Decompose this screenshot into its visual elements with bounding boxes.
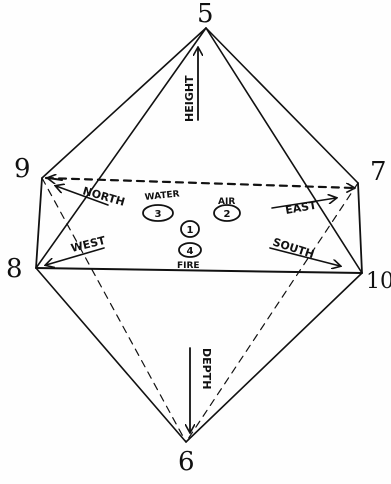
edge-8-9 [35, 177, 43, 269]
south-arrow [269, 247, 340, 266]
element-circle-2 [213, 204, 241, 222]
element-number-3: 3 [155, 209, 162, 220]
water-label: WATER [144, 189, 180, 203]
element-circle-1 [180, 220, 200, 238]
lower-pyramid-edges [35, 177, 363, 443]
edge-5-10 [205, 27, 363, 274]
upper-pyramid-edges [35, 27, 363, 274]
edge-5-8 [35, 27, 207, 269]
equator-edges [35, 176, 363, 274]
edge-8-6 [35, 267, 187, 443]
depth-label: DEPTH [200, 348, 213, 389]
edge-5-7 [205, 27, 359, 184]
east-arrow [271, 198, 336, 209]
arrowhead-9 [48, 178, 63, 180]
west-label: WEST [70, 234, 108, 255]
element-number-4: 4 [187, 246, 194, 257]
vertex-label-top: 5 [197, 0, 214, 29]
edge-9-6-dashed [41, 177, 187, 443]
element-circle-3 [142, 204, 174, 222]
north-arrow [56, 186, 109, 206]
air-label: AIR [218, 197, 235, 207]
vertex-label-front-left: 8 [6, 254, 23, 284]
height-label: HEIGHT [183, 75, 196, 122]
edge-10-7 [357, 182, 363, 274]
vertex-label-front-right: 10 [366, 269, 391, 294]
fire-label: FIRE [177, 261, 200, 271]
edge-5-9 [41, 27, 207, 179]
east-label: EAST [284, 199, 318, 217]
vertex-label-back-left: 9 [14, 154, 31, 184]
north-label: NORTH [81, 184, 126, 208]
west-arrow [46, 247, 105, 265]
edge-10-6 [185, 272, 363, 443]
vertex-label-back-right: 7 [370, 157, 387, 187]
edge-9-7-dashed [44, 176, 354, 188]
edge-7-6-dashed [185, 182, 359, 443]
element-circle-4 [178, 242, 202, 258]
element-number-2: 2 [224, 209, 231, 220]
vertex-label-bottom: 6 [178, 447, 195, 477]
edge-8-10 [35, 267, 363, 274]
south-label: SOUTH [271, 235, 316, 261]
element-number-1: 1 [187, 225, 194, 236]
